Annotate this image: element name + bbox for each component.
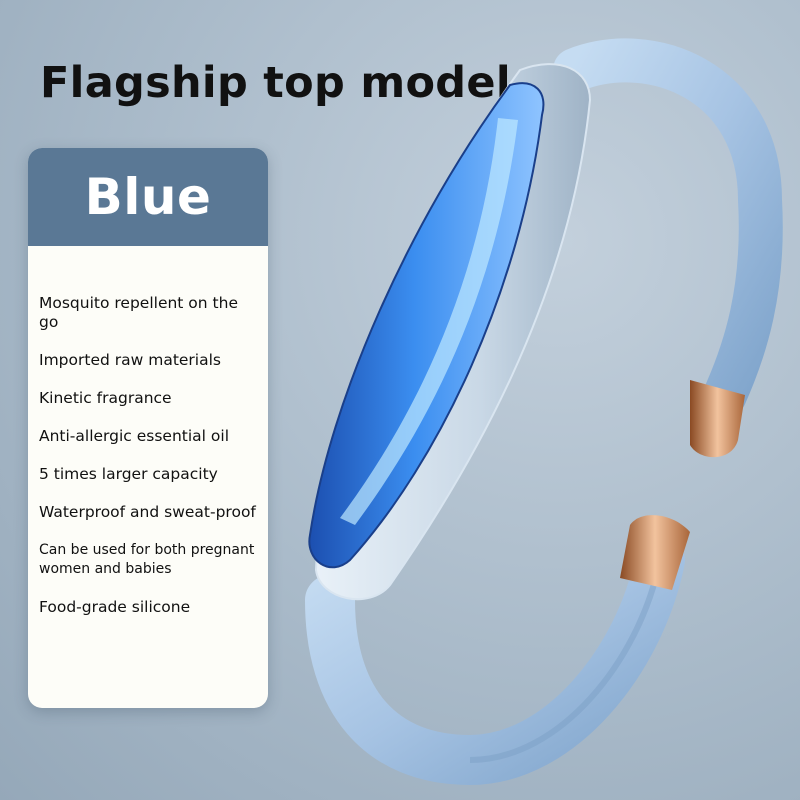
feature-item: Can be used for both pregnant women and … — [39, 542, 255, 577]
feature-card: Blue Mosquito repellent on the go Import… — [28, 148, 268, 708]
bracelet-image — [305, 38, 783, 786]
band-upper — [553, 38, 783, 417]
feature-item: Kinetic fragrance — [39, 389, 172, 407]
lower-tip — [620, 515, 690, 590]
headline: Flagship top model — [40, 58, 511, 108]
feature-item: 5 times larger capacity — [39, 465, 218, 483]
feature-list: Mosquito repellent on the go Imported ra… — [28, 246, 268, 617]
feature-item: Anti-allergic essential oil — [39, 427, 230, 445]
upper-tip — [690, 380, 745, 458]
feature-item: Waterproof and sweat-proof — [39, 503, 256, 521]
card-header: Blue — [28, 148, 268, 246]
feature-item: Food-grade silicone — [39, 598, 191, 616]
capsule-highlight — [340, 118, 518, 525]
card-title: Blue — [84, 168, 212, 226]
feature-item: Mosquito repellent on the go — [39, 294, 238, 331]
feature-item: Imported raw materials — [39, 351, 221, 369]
